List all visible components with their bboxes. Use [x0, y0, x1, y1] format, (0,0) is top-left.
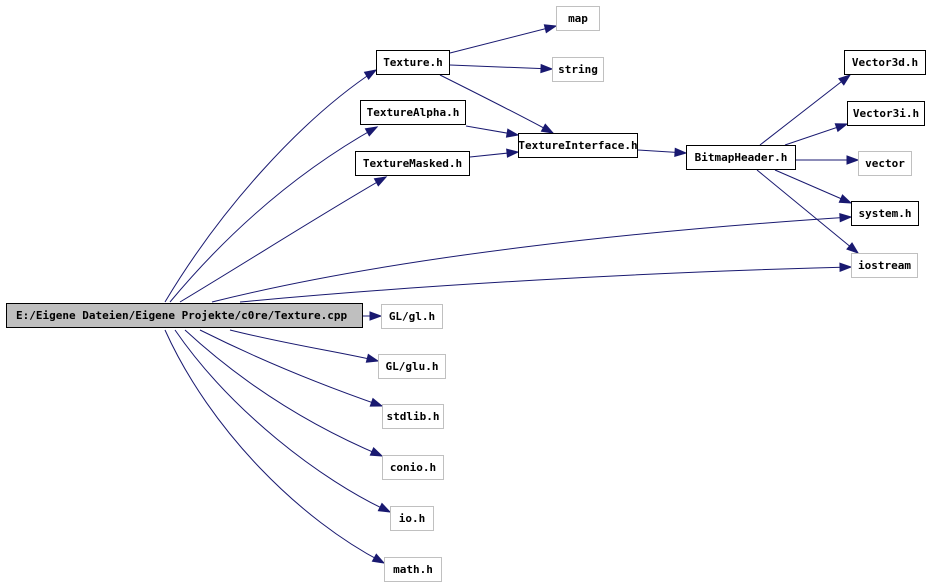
edge-root-iostream-line: [239, 266, 852, 303]
edge-root-math-h-line: [164, 329, 385, 564]
edge-root-gl-glu-h-line: [229, 329, 379, 362]
edge-root-conio-h-line: [184, 329, 383, 457]
edge-texture-textureinterface-arrowhead: [540, 123, 555, 134]
node-root-texture-cpp[interactable]: E:/Eigene Dateien/Eigene Projekte/c0re/T…: [6, 303, 363, 328]
edge-bitmapheader-iostream: [756, 169, 860, 254]
node-map[interactable]: map: [556, 6, 600, 31]
node-vector3i-h[interactable]: Vector3i.h: [847, 101, 925, 126]
edge-texture-map: [449, 24, 558, 54]
edge-root-gl-gl-h: [363, 311, 383, 321]
edge-root-system-h-arrowhead: [839, 212, 853, 223]
edge-texturealpha-textureinterface: [465, 125, 520, 138]
edge-root-gl-glu-h-arrowhead: [365, 353, 380, 363]
edge-root-math-h-arrowhead: [371, 553, 386, 564]
edge-root-texturealpha-h-line: [169, 126, 378, 303]
edge-root-iostream: [239, 262, 853, 303]
edge-bitmapheader-vector3d-h-line: [759, 74, 851, 146]
edge-root-texturemasked-h-arrowhead: [373, 176, 388, 187]
node-system-h[interactable]: system.h: [851, 201, 919, 226]
edge-texturemasked-textureinterface: [469, 148, 520, 158]
node-textureinterface-h[interactable]: TextureInterface.h: [518, 133, 638, 158]
edge-root-conio-h-arrowhead: [369, 446, 384, 457]
edge-texture-string: [449, 63, 554, 74]
edge-root-stdlib-h-arrowhead: [369, 397, 384, 407]
node-stdlib-h[interactable]: stdlib.h: [382, 404, 444, 429]
node-string[interactable]: string: [552, 57, 604, 82]
edge-texture-map-arrowhead: [543, 24, 558, 34]
edge-texture-textureinterface: [439, 74, 555, 134]
node-bitmapheader-h[interactable]: BitmapHeader.h: [686, 145, 796, 170]
edge-root-texturemasked-h: [179, 176, 388, 303]
edge-bitmapheader-vector-arrowhead: [846, 155, 860, 165]
edge-root-texture-h-arrowhead: [363, 69, 378, 80]
edge-root-texturealpha-h-arrowhead: [364, 126, 379, 137]
edge-texturemasked-textureinterface-arrowhead: [506, 148, 520, 158]
edge-textureinterface-bitmapheader-arrowhead: [674, 147, 688, 158]
edge-root-gl-gl-h-arrowhead: [369, 311, 383, 321]
edge-bitmapheader-vector3i-h-arrowhead: [834, 123, 849, 133]
edge-root-texture-h: [164, 69, 378, 303]
edge-root-io-h-arrowhead: [377, 502, 392, 513]
edge-texture-map-line: [449, 25, 557, 54]
edge-root-math-h: [164, 329, 386, 564]
edge-root-system-h: [211, 212, 853, 303]
edge-root-texture-h-line: [164, 69, 377, 303]
edge-texturealpha-textureinterface-arrowhead: [505, 128, 520, 138]
edge-texture-string-line: [449, 64, 553, 70]
node-gl-gl-h[interactable]: GL/gl.h: [381, 304, 443, 329]
node-texturealpha-h[interactable]: TextureAlpha.h: [360, 100, 466, 125]
edge-bitmapheader-iostream-arrowhead: [846, 242, 860, 254]
node-io-h[interactable]: io.h: [390, 506, 434, 531]
edge-bitmapheader-vector3i-h: [784, 123, 849, 146]
edge-bitmapheader-vector3d-h-arrowhead: [838, 74, 852, 86]
node-texturemasked-h[interactable]: TextureMasked.h: [355, 151, 470, 176]
node-conio-h[interactable]: conio.h: [382, 455, 444, 480]
edge-bitmapheader-system-h-line: [774, 169, 852, 204]
edge-bitmapheader-vector3d-h: [759, 74, 852, 146]
node-vector[interactable]: vector: [858, 151, 912, 176]
edge-textureinterface-bitmapheader: [637, 147, 688, 158]
edge-root-conio-h: [184, 329, 384, 457]
edge-root-texturealpha-h: [169, 126, 379, 303]
edge-texture-string-arrowhead: [540, 63, 554, 74]
edge-bitmapheader-iostream-line: [756, 169, 859, 254]
edge-root-stdlib-h-line: [199, 329, 383, 407]
edge-root-iostream-arrowhead: [839, 262, 853, 272]
node-texture-h[interactable]: Texture.h: [376, 50, 450, 75]
edge-root-gl-glu-h: [229, 329, 380, 363]
edge-texture-textureinterface-line: [439, 74, 554, 134]
edge-root-io-h: [174, 329, 392, 513]
edge-root-system-h-line: [211, 216, 852, 303]
edge-root-stdlib-h: [199, 329, 384, 407]
node-math-h[interactable]: math.h: [384, 557, 442, 582]
node-vector3d-h[interactable]: Vector3d.h: [844, 50, 926, 75]
edge-root-texturemasked-h-line: [179, 176, 387, 303]
edge-bitmapheader-vector: [796, 155, 860, 165]
edge-bitmapheader-system-h: [774, 169, 853, 204]
edge-root-io-h-line: [174, 329, 391, 513]
edge-bitmapheader-system-h-arrowhead: [838, 194, 853, 204]
node-gl-glu-h[interactable]: GL/glu.h: [378, 354, 446, 379]
node-iostream[interactable]: iostream: [851, 253, 918, 278]
